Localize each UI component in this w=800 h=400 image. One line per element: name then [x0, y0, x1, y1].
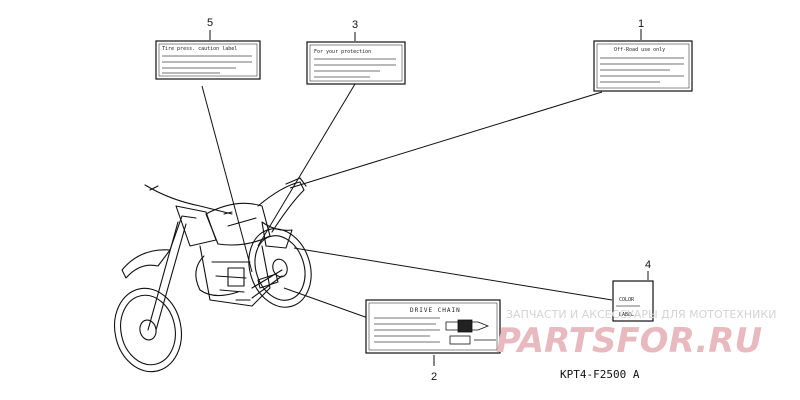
label-1-offroad: Off-Road use only	[593, 40, 693, 92]
watermark-subtitle: ЗАПЧАСТИ И АКСЕССУАРЫ ДЛЯ МОТОТЕХНИКИ	[506, 308, 776, 321]
callout-number-2: 2	[431, 371, 437, 383]
callout-number-1: 1	[638, 18, 644, 30]
motorcycle-drawing	[114, 177, 312, 373]
callout-number-4: 4	[645, 259, 651, 271]
chain-illustration	[445, 319, 496, 345]
label-4-line1: COLOR	[619, 297, 635, 303]
diagram-code: KPT4-F2500 A	[560, 368, 640, 381]
label-5-title: Tire press. caution label	[162, 46, 237, 52]
watermark-logo: PARTSFOR.RU	[496, 321, 762, 361]
label-3-title: For your protection	[314, 49, 371, 55]
label-2-title: DRIVE CHAIN	[410, 307, 461, 314]
label-1-title: Off-Road use only	[614, 47, 665, 53]
callout-number-5: 5	[207, 17, 213, 29]
leader-lines	[201, 29, 649, 366]
label-5-tire: Tire press. caution label	[155, 40, 261, 80]
label-2-drive-chain: DRIVE CHAIN	[365, 299, 501, 354]
label-4-line2: LABEL	[619, 312, 634, 318]
label-4-color: COLOR LABEL	[612, 280, 654, 322]
callout-number-3: 3	[352, 19, 358, 31]
label-3-protection: For your protection	[306, 41, 406, 85]
